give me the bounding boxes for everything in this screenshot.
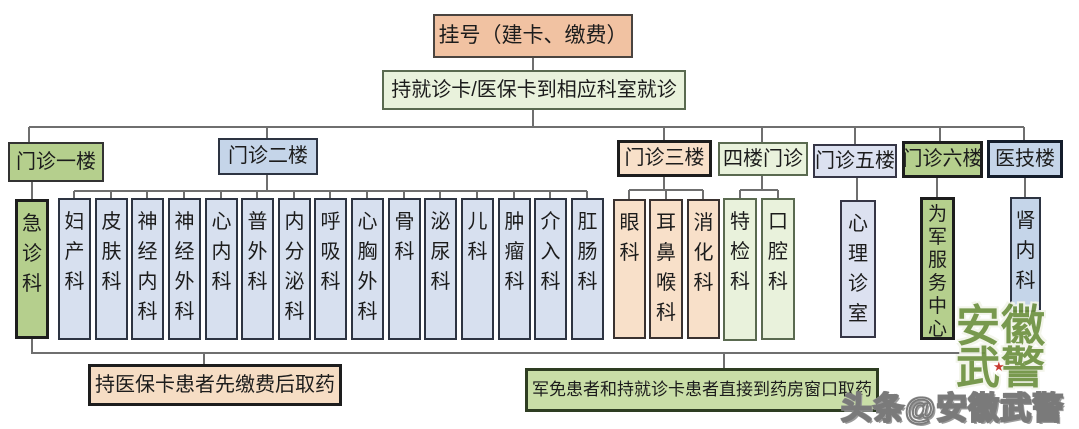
department-node-f2-14: 肛肠科	[571, 198, 604, 340]
department-node-f2-1: 皮肤科	[95, 198, 128, 340]
floor-node-7: 医技楼	[987, 140, 1063, 178]
star-icon: ★	[993, 359, 1006, 374]
department-node-f2-11: 儿科	[461, 198, 494, 340]
floor-node-1: 门诊一楼	[8, 142, 104, 182]
watermark-stamp-line2: 武警	[956, 344, 1046, 393]
department-node-f2-3: 神经外科	[168, 198, 201, 340]
department-node-f3-0: 眼科	[613, 199, 646, 339]
floor-node-2: 门诊二楼	[218, 138, 318, 175]
floor-node-4: 四楼门诊	[718, 142, 808, 176]
floor-node-6: 门诊六楼	[902, 141, 983, 178]
department-node-f3-1: 耳鼻喉科	[649, 199, 683, 339]
department-node-f2-7: 呼吸科	[314, 198, 347, 340]
department-node-f4-0: 特检科	[723, 198, 757, 341]
department-node-f2-2: 神经内科	[131, 198, 164, 340]
note-medicare: 持医保卡患者先缴费后取药	[88, 364, 342, 406]
department-node-f2-4: 心内科	[205, 198, 238, 340]
department-node-f6-0: 为军服务中心	[920, 197, 955, 340]
watermark-credit: 头条@安徽武警	[840, 390, 1065, 427]
department-node-f5-0: 心理诊室	[840, 200, 876, 338]
department-node-f3-2: 消化科	[687, 199, 720, 339]
registration-node: 挂号（建卡、缴费）	[433, 14, 633, 58]
note-military: 军免患者和持就诊卡患者直接到药房窗口取药	[525, 368, 879, 412]
watermark-stamp-line1: 安徽	[956, 302, 1046, 351]
watermark-stamp: 安徽 武警 ★	[953, 302, 1049, 393]
department-node-f2-8: 心胸外科	[351, 198, 384, 340]
department-node-f2-12: 肿瘤科	[498, 198, 531, 340]
department-node-f2-10: 泌尿科	[424, 198, 457, 340]
department-node-f1-0: 急诊科	[15, 199, 49, 339]
department-node-f7-0: 肾内科	[1010, 197, 1041, 312]
department-node-f2-5: 普外科	[241, 198, 274, 340]
department-node-f2-0: 妇产科	[58, 198, 91, 340]
floor-node-5: 门诊五楼	[813, 144, 897, 178]
floor-node-3: 门诊三楼	[617, 140, 712, 177]
department-node-f2-9: 骨科	[388, 198, 421, 340]
department-node-f4-1: 口腔科	[761, 198, 795, 340]
department-node-f2-6: 内分泌科	[278, 198, 311, 340]
department-node-f2-13: 介入科	[534, 198, 567, 340]
instruction-node: 持就诊卡/医保卡到相应科室就诊	[382, 70, 686, 110]
